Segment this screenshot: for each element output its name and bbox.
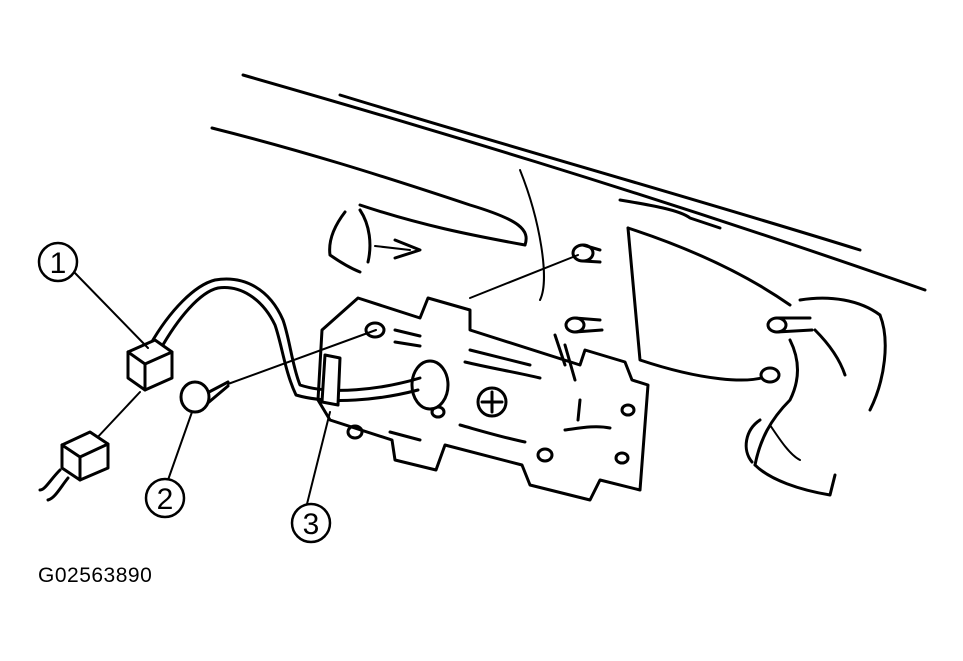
callout-leaders <box>73 271 331 509</box>
trim-piece <box>328 208 422 274</box>
callout-1: 1 <box>37 241 79 283</box>
mounting-studs <box>564 243 814 384</box>
wire-harness <box>148 277 422 407</box>
mounting-bracket <box>316 296 650 502</box>
figure-code: G02563890 <box>38 564 153 587</box>
callout-3-label: 3 <box>303 508 320 541</box>
right-bracket-assembly <box>744 296 887 497</box>
bracket-leader-line <box>469 254 579 299</box>
grommet <box>179 329 377 414</box>
body-panel-outline <box>210 73 927 382</box>
callout-2-label: 2 <box>157 483 174 516</box>
connector <box>94 338 174 441</box>
mating-plug <box>38 430 110 502</box>
callout-3: 3 <box>290 502 332 544</box>
callout-1-label: 1 <box>50 247 67 280</box>
callout-2: 2 <box>144 477 186 519</box>
